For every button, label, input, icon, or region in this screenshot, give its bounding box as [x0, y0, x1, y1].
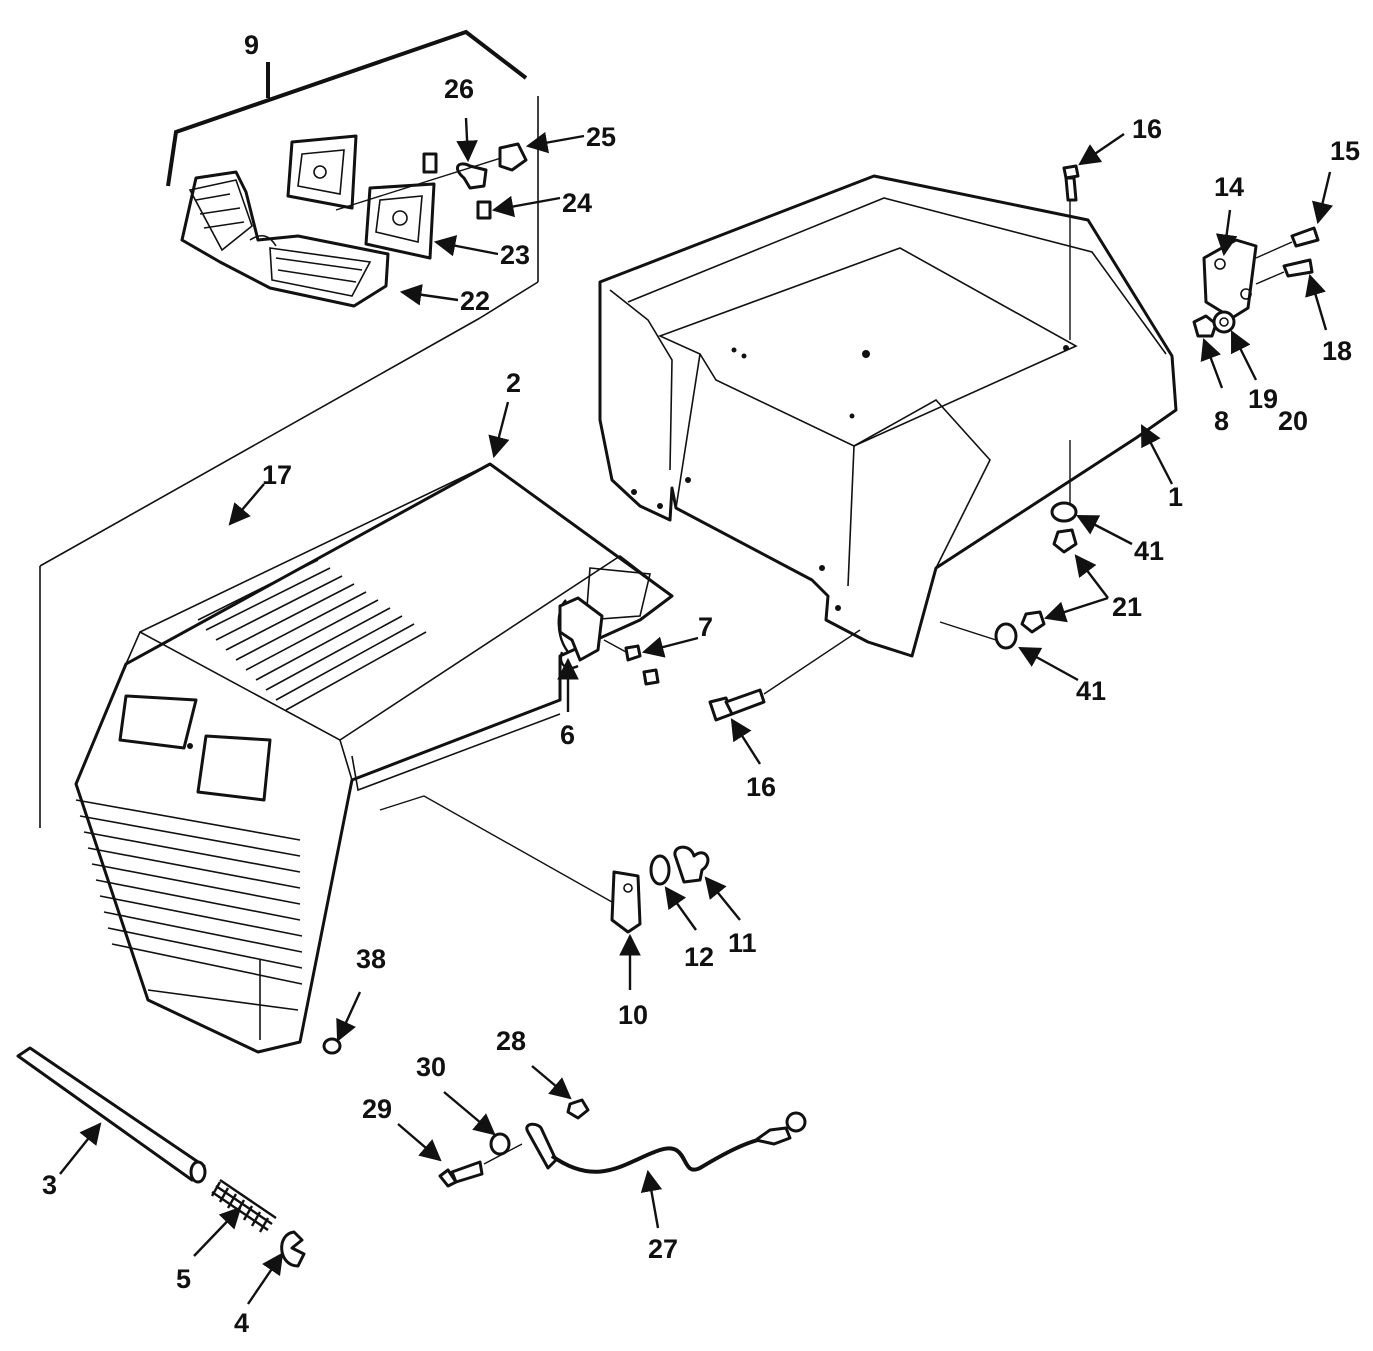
plug [322, 1037, 342, 1055]
callout-24: 24 [562, 188, 592, 218]
hood [74, 462, 674, 1054]
bolt-top [1062, 164, 1080, 510]
e-clip [280, 1230, 306, 1268]
headlight-housing-lower [364, 182, 436, 260]
callout-21: 21 [1112, 592, 1142, 622]
bulb-socket [498, 142, 528, 172]
ground-washer [489, 1132, 511, 1156]
washer-upper [1050, 501, 1078, 523]
callout-25: 25 [586, 122, 616, 152]
washer-lower [939, 621, 1018, 650]
callout-labels: 9 26 25 24 23 22 16 14 15 18 8 19 20 1 2… [42, 30, 1360, 1338]
callout-41-lower: 41 [1076, 676, 1106, 706]
callout-2: 2 [506, 368, 521, 398]
nut-lower [1020, 610, 1046, 634]
headlight-lens [180, 170, 390, 308]
callout-12: 12 [684, 942, 714, 972]
callout-11: 11 [728, 928, 757, 958]
callout-5: 5 [176, 1264, 191, 1294]
callout-3: 3 [42, 1170, 57, 1200]
callout-20: 20 [1278, 406, 1308, 436]
callout-14: 14 [1214, 172, 1244, 202]
callout-29: 29 [362, 1094, 392, 1124]
bolt-lower [708, 629, 861, 722]
callout-27: 27 [648, 1234, 678, 1264]
headlight-assembly-bracket [166, 29, 539, 282]
ground-nut [566, 1098, 590, 1120]
callout-4: 4 [234, 1308, 249, 1338]
fender [598, 174, 1178, 658]
callout-38: 38 [356, 944, 386, 974]
hood-bracket [379, 795, 642, 934]
callout-9: 9 [244, 30, 259, 60]
headlight-housing-upper [286, 134, 358, 210]
hinge-rod [16, 1046, 207, 1184]
latch-screws [603, 639, 660, 686]
mounting-plate [1202, 238, 1258, 320]
flat-washer [649, 854, 671, 886]
ground-cable [525, 1111, 807, 1174]
hex-nut-plate [1192, 314, 1218, 338]
callout-41-upper: 41 [1134, 536, 1164, 566]
ground-bolt [438, 1143, 523, 1188]
callout-10: 10 [618, 1000, 648, 1030]
nut-upper [1052, 528, 1078, 554]
callout-7: 7 [698, 612, 713, 642]
callout-8: 8 [1214, 406, 1229, 436]
callout-26: 26 [444, 74, 474, 104]
callout-16-lower: 16 [746, 772, 776, 802]
hood-assembly-outline [39, 281, 539, 828]
wing-nut [673, 845, 710, 884]
socket-clip [422, 152, 492, 220]
callout-16-top: 16 [1132, 114, 1162, 144]
lock-washer-plate [1212, 310, 1236, 334]
leader-lines [59, 117, 1334, 1305]
spring [210, 1179, 277, 1233]
callout-1: 1 [1168, 482, 1183, 512]
bulb [335, 151, 521, 211]
callout-30: 30 [416, 1052, 446, 1082]
callout-22: 22 [460, 286, 490, 316]
callout-18: 18 [1322, 336, 1352, 366]
callout-19: 19 [1248, 384, 1278, 414]
callout-28: 28 [496, 1026, 526, 1056]
callout-23: 23 [500, 240, 530, 270]
callout-17: 17 [262, 460, 292, 490]
screw-upper [1255, 226, 1320, 259]
screw-lower [1255, 258, 1314, 285]
callout-15: 15 [1330, 136, 1360, 166]
callout-6: 6 [560, 720, 575, 750]
